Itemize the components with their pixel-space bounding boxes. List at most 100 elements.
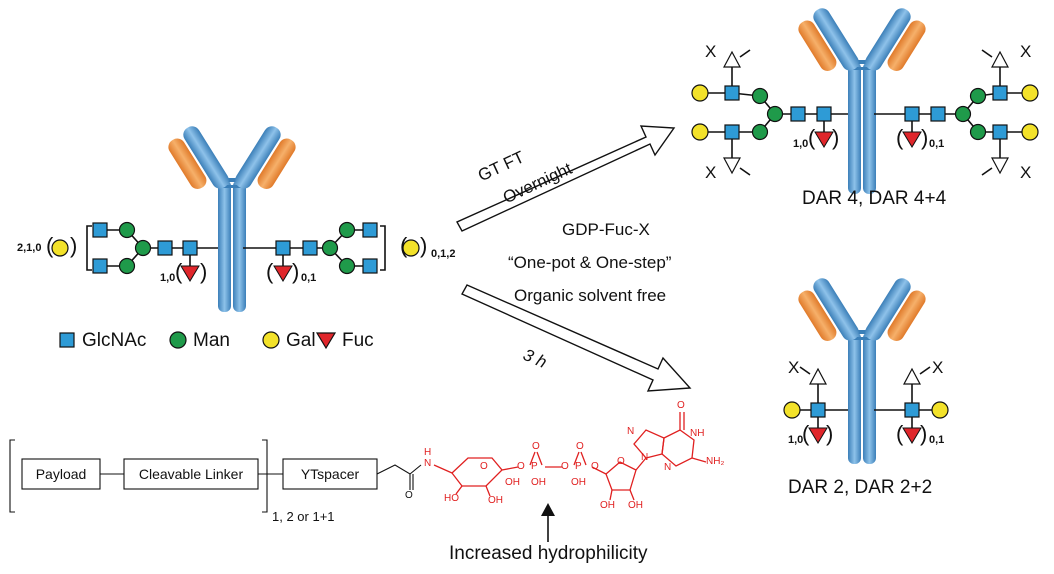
man-circle [766, 105, 784, 123]
start-left-gal-index: 2,1,0 [17, 242, 42, 254]
man-circle [134, 239, 152, 257]
man-circle [338, 257, 356, 275]
chem-ho: HO [444, 493, 459, 504]
legend-glcnac-square [59, 332, 75, 348]
glcnac-square [302, 240, 318, 256]
start-fuc-right-index: 0,1 [301, 272, 317, 284]
payload-box [21, 458, 101, 490]
legend-glcnac-label: GlcNAc [82, 330, 147, 351]
fuc-x-triangle [903, 367, 921, 385]
linker-construct [9, 439, 422, 513]
cleavable-linker-box [123, 458, 259, 490]
paren-close: ) [921, 125, 929, 150]
man-circle [969, 87, 987, 105]
solvent-free-label: Organic solvent free [514, 286, 667, 305]
chem-nh: NH [690, 428, 705, 439]
start-right-gal-index: 0,1,2 [431, 248, 456, 260]
man-circle [969, 123, 987, 141]
glcnac-square [182, 240, 198, 256]
start-gal-circles [51, 239, 420, 257]
glcnac-square [992, 124, 1008, 140]
ytspacer-box [282, 458, 378, 490]
chem-oh: OH [531, 477, 546, 488]
paren-open: ( [175, 259, 183, 284]
gal-circle [783, 401, 801, 419]
paren-close: ) [70, 233, 78, 258]
start-fuc-triangles [180, 265, 293, 282]
fuc-triangle [814, 131, 834, 148]
x-label: X [1020, 42, 1032, 61]
glcnac-square [275, 240, 291, 256]
glcnac-square [904, 106, 920, 122]
paren-close: ) [420, 233, 428, 258]
ytspacer-label: YTspacer [300, 466, 360, 482]
fuc-x-triangle [991, 157, 1009, 175]
paren-open: ( [266, 259, 274, 284]
chem-h: H [424, 447, 432, 458]
product-bottom-dar-label: DAR 2, DAR 2+2 [788, 477, 933, 498]
chem-nh2: NH₂ [706, 456, 725, 467]
legend-gal-label: Gal [286, 330, 316, 351]
x-label: X [1020, 163, 1032, 182]
chem-o-double: O [576, 441, 584, 452]
fuc-triangle [902, 427, 922, 444]
gal-circle [402, 239, 420, 257]
start-glcnac-squares [92, 222, 378, 274]
gal-circle [1021, 123, 1039, 141]
fuc-x-triangle [723, 50, 741, 68]
paren-close: ) [826, 421, 834, 446]
chem-n: N [664, 462, 672, 473]
hydrophilicity-label: Increased hydrophilicity [449, 543, 648, 564]
gal-circle [51, 239, 69, 257]
hydrophilicity-arrow [541, 503, 555, 542]
chem-o-top: O [677, 400, 685, 411]
man-circle [338, 221, 356, 239]
fuc-x-triangle [991, 50, 1009, 68]
chem-oh: OH [600, 500, 615, 511]
chem-o-ring: O [480, 461, 488, 472]
x-label: X [705, 42, 717, 61]
fuc-triangle [902, 131, 922, 148]
chem-oh: OH [505, 477, 520, 488]
legend-gal-circle [262, 331, 280, 349]
gal-circle [1021, 84, 1039, 102]
glcnac-square [724, 124, 740, 140]
paren-open: ( [896, 421, 904, 446]
glcnac-square [992, 85, 1008, 101]
glcnac-square [904, 402, 920, 418]
glcnac-square [790, 106, 806, 122]
fuc-triangle [808, 427, 828, 444]
fuc-triangle [180, 265, 200, 282]
gal-circle [691, 84, 709, 102]
x-label: X [705, 163, 717, 182]
man-circle [751, 87, 769, 105]
glcnac-square [157, 240, 173, 256]
paren-open: ( [802, 421, 810, 446]
x-label: X [788, 358, 800, 377]
man-circle [954, 105, 972, 123]
chem-o-carbonyl: O [405, 490, 413, 501]
legend-man-label: Man [193, 330, 230, 351]
chem-oh: OH [571, 477, 586, 488]
chem-o-link: O [517, 461, 525, 472]
x-label: X [932, 358, 944, 377]
man-circle [118, 257, 136, 275]
paren-close: ) [200, 259, 208, 284]
chem-oh: OH [628, 500, 643, 511]
chem-o-ring: O [617, 456, 625, 467]
gal-circle [931, 401, 949, 419]
chem-n: N [641, 452, 649, 463]
product-bottom-antibody [783, 275, 949, 464]
paren-close: ) [920, 421, 928, 446]
cleavable-linker-label: Cleavable Linker [138, 466, 244, 482]
fuc-x-triangle [723, 157, 741, 175]
product-top-fuc-right-index: 0,1 [929, 138, 945, 150]
legend-man-circle [169, 331, 187, 349]
start-fuc-left-index: 1,0 [160, 272, 176, 284]
start-antibody [51, 123, 420, 312]
payload-label: Payload [35, 466, 87, 482]
paren-open: ( [896, 125, 904, 150]
glcnac-square [816, 106, 832, 122]
gal-circle [691, 123, 709, 141]
glcnac-square [810, 402, 826, 418]
